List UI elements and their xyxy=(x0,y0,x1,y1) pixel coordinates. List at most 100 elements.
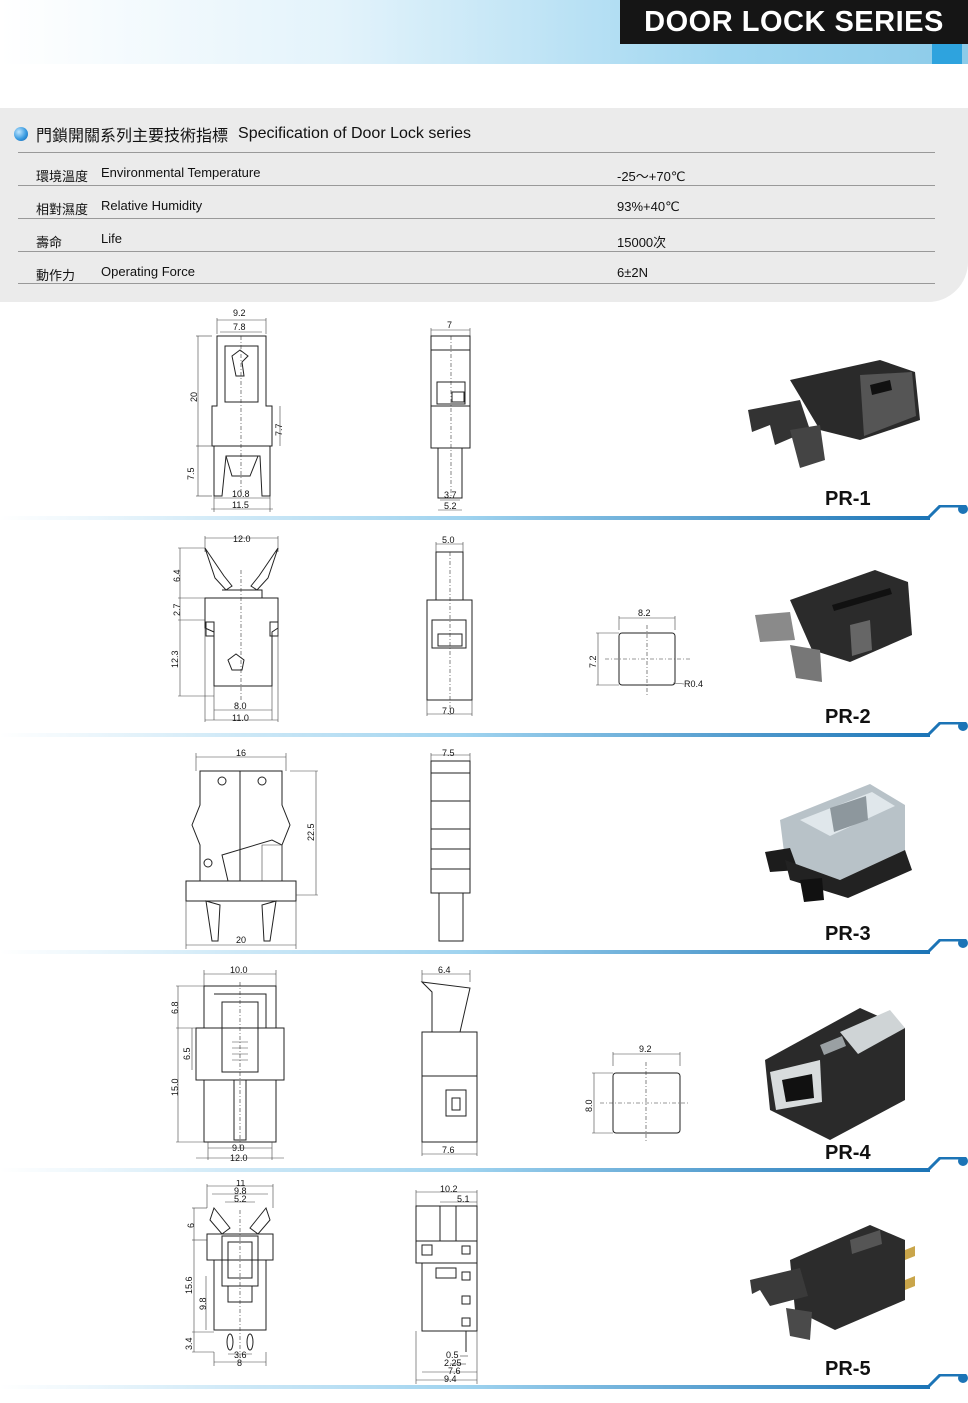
dim-label: 10.0 xyxy=(230,965,248,975)
dim-label: 11.0 xyxy=(232,713,249,723)
dim-label: 7 xyxy=(447,320,452,330)
dim-label: 5.2 xyxy=(444,501,457,511)
spec-title-en: Specification of Door Lock series xyxy=(238,125,472,142)
spec-row: 相對濕度 Relative Humidity 93%+40℃ xyxy=(18,185,935,218)
section-divider xyxy=(0,1157,968,1172)
pr-5-photo xyxy=(750,1225,915,1340)
model-label: PR-3 xyxy=(825,923,871,945)
dim-label: 7.7 xyxy=(274,423,284,436)
dim-label: 10.8 xyxy=(232,489,250,499)
dim-label: 3.4 xyxy=(184,1337,194,1350)
model-label: PR-1 xyxy=(825,488,871,510)
dim-label: 7.6 xyxy=(442,1145,455,1155)
spec-label-en: Relative Humidity xyxy=(101,198,203,213)
dim-label: 2.25 xyxy=(444,1358,462,1368)
section-divider xyxy=(0,722,968,737)
dim-label: 20 xyxy=(189,392,199,402)
dim-label: 9.4 xyxy=(444,1374,457,1384)
dim-label: 7.8 xyxy=(233,322,246,332)
spec-label-zh: 環境溫度 xyxy=(36,169,89,184)
pr-3-photo xyxy=(765,784,912,902)
dim-label: 7.2 xyxy=(588,655,598,668)
dim-label: 5.0 xyxy=(442,535,455,545)
section-divider xyxy=(0,1374,968,1389)
product-pr-1: 9.2 7.8 20 7.5 7.7 10.8 11.5 7 xyxy=(0,306,968,520)
spec-heading: 門鎖開關系列主要技術指標 Specification of Door Lock … xyxy=(14,122,471,146)
dim-label: 6.4 xyxy=(438,965,451,975)
dim-label: 7.5 xyxy=(186,467,196,480)
dim-label: 16 xyxy=(236,748,246,758)
spec-value: -25～+70℃ xyxy=(617,169,686,184)
pr-2-photo xyxy=(755,570,912,682)
dim-label: 3.6 xyxy=(234,1350,247,1360)
dim-label: 9.2 xyxy=(233,308,246,318)
dim-label: 11 xyxy=(236,1180,245,1188)
spec-label-en: Life xyxy=(101,231,122,246)
model-label: PR-4 xyxy=(825,1142,871,1164)
spec-value: 93%+40℃ xyxy=(617,199,680,214)
pr-1-drawings: 9.2 7.8 20 7.5 7.7 10.8 11.5 7 xyxy=(186,308,920,512)
pr-2-drawings: 12.0 6.4 2.7 12.3 8.0 11.0 5 xyxy=(170,534,912,723)
dim-label: 11.5 xyxy=(232,500,249,510)
model-label: PR-5 xyxy=(825,1358,871,1380)
dim-label: 7.0 xyxy=(442,706,455,716)
product-pr-5: 11 9.8 5.2 6 15.6 9.8 3.4 xyxy=(0,1180,968,1390)
dim-label: 9.0 xyxy=(232,1143,245,1153)
spec-row: 環境溫度 Environmental Temperature -25～+70℃ xyxy=(18,152,935,185)
spec-title-zh: 門鎖開關系列主要技術指標 xyxy=(36,128,229,145)
spec-label-en: Operating Force xyxy=(101,264,195,279)
pr-2-front-view: 12.0 6.4 2.7 12.3 8.0 11.0 xyxy=(170,534,279,723)
dim-label: 12.0 xyxy=(230,1153,248,1163)
pr-1-front-view: 9.2 7.8 20 7.5 7.7 10.8 11.5 xyxy=(186,308,284,512)
spec-value: 6±2N xyxy=(617,265,648,280)
pr-5-drawings: 11 9.8 5.2 6 15.6 9.8 3.4 xyxy=(184,1180,915,1384)
dim-label: 8 xyxy=(237,1358,242,1368)
model-label: PR-2 xyxy=(825,706,871,728)
spec-table: 環境溫度 Environmental Temperature -25～+70℃ … xyxy=(18,152,935,284)
dim-label: 2.7 xyxy=(172,603,182,616)
header-accent-square xyxy=(932,44,962,64)
dim-label: 5.1 xyxy=(457,1194,470,1204)
pr-1-side-view: 7 3.7 5.2 xyxy=(430,320,471,511)
spec-label-zh: 動作力 xyxy=(36,268,76,283)
dim-label: 6.5 xyxy=(182,1047,192,1060)
dim-label: 0.5 xyxy=(446,1350,459,1360)
pr-1-photo xyxy=(748,360,920,468)
pr-4-drawings: 10.0 6.8 6.5 15.0 9.0 12.0 6.4 xyxy=(170,965,905,1163)
dim-label: 3.7 xyxy=(444,490,457,500)
pr-4-photo xyxy=(765,1008,905,1140)
product-pr-3: 16 22.5 20 7.5 xyxy=(0,745,968,955)
dim-label: 8.2 xyxy=(638,608,651,618)
pr-4-front-view: 10.0 6.8 6.5 15.0 9.0 12.0 xyxy=(170,965,285,1163)
pr-5-front-view: 11 9.8 5.2 6 15.6 9.8 3.4 xyxy=(184,1180,274,1368)
pr-5-side-view: 10.2 5.1 0.5 2.25 7.6 9.4 xyxy=(415,1184,478,1384)
dim-label: 7.5 xyxy=(442,748,455,758)
bullet-icon xyxy=(14,127,28,141)
dim-label: 15.0 xyxy=(170,1078,180,1096)
spec-label-zh: 相對濕度 xyxy=(36,202,89,217)
product-pr-2: 12.0 6.4 2.7 12.3 8.0 11.0 5 xyxy=(0,530,968,740)
spec-value: 15000次 xyxy=(617,235,667,250)
dim-label: 9.8 xyxy=(234,1186,247,1196)
spec-label-zh: 壽命 xyxy=(36,235,63,250)
spec-label-en: Environmental Temperature xyxy=(101,165,261,180)
dim-label: 8.0 xyxy=(234,701,247,711)
pr-4-cutout-view: 9.2 8.0 xyxy=(584,1044,690,1142)
dim-label: 5.2 xyxy=(234,1194,247,1204)
spec-panel: 門鎖開關系列主要技術指標 Specification of Door Lock … xyxy=(0,108,968,302)
dim-label: 6 xyxy=(186,1223,196,1228)
spec-row: 動作力 Operating Force 6±2N xyxy=(18,251,935,284)
dim-label: R0.4 xyxy=(684,679,703,689)
dim-label: 22.5 xyxy=(306,823,316,841)
pr-3-drawings: 16 22.5 20 7.5 xyxy=(185,748,912,949)
pr-3-side-view: 7.5 xyxy=(430,748,471,942)
dim-label: 12.0 xyxy=(233,534,251,544)
dim-label: 10.2 xyxy=(440,1184,458,1194)
dim-label: 8.0 xyxy=(584,1099,594,1112)
pr-3-front-view: 16 22.5 20 xyxy=(185,748,318,949)
dim-label: 6.8 xyxy=(170,1001,180,1014)
dim-label: 9.2 xyxy=(639,1044,652,1054)
spec-row: 壽命 Life 15000次 xyxy=(18,218,935,251)
dim-label: 7.6 xyxy=(448,1366,461,1376)
product-pr-4: 10.0 6.8 6.5 15.0 9.0 12.0 6.4 xyxy=(0,962,968,1174)
